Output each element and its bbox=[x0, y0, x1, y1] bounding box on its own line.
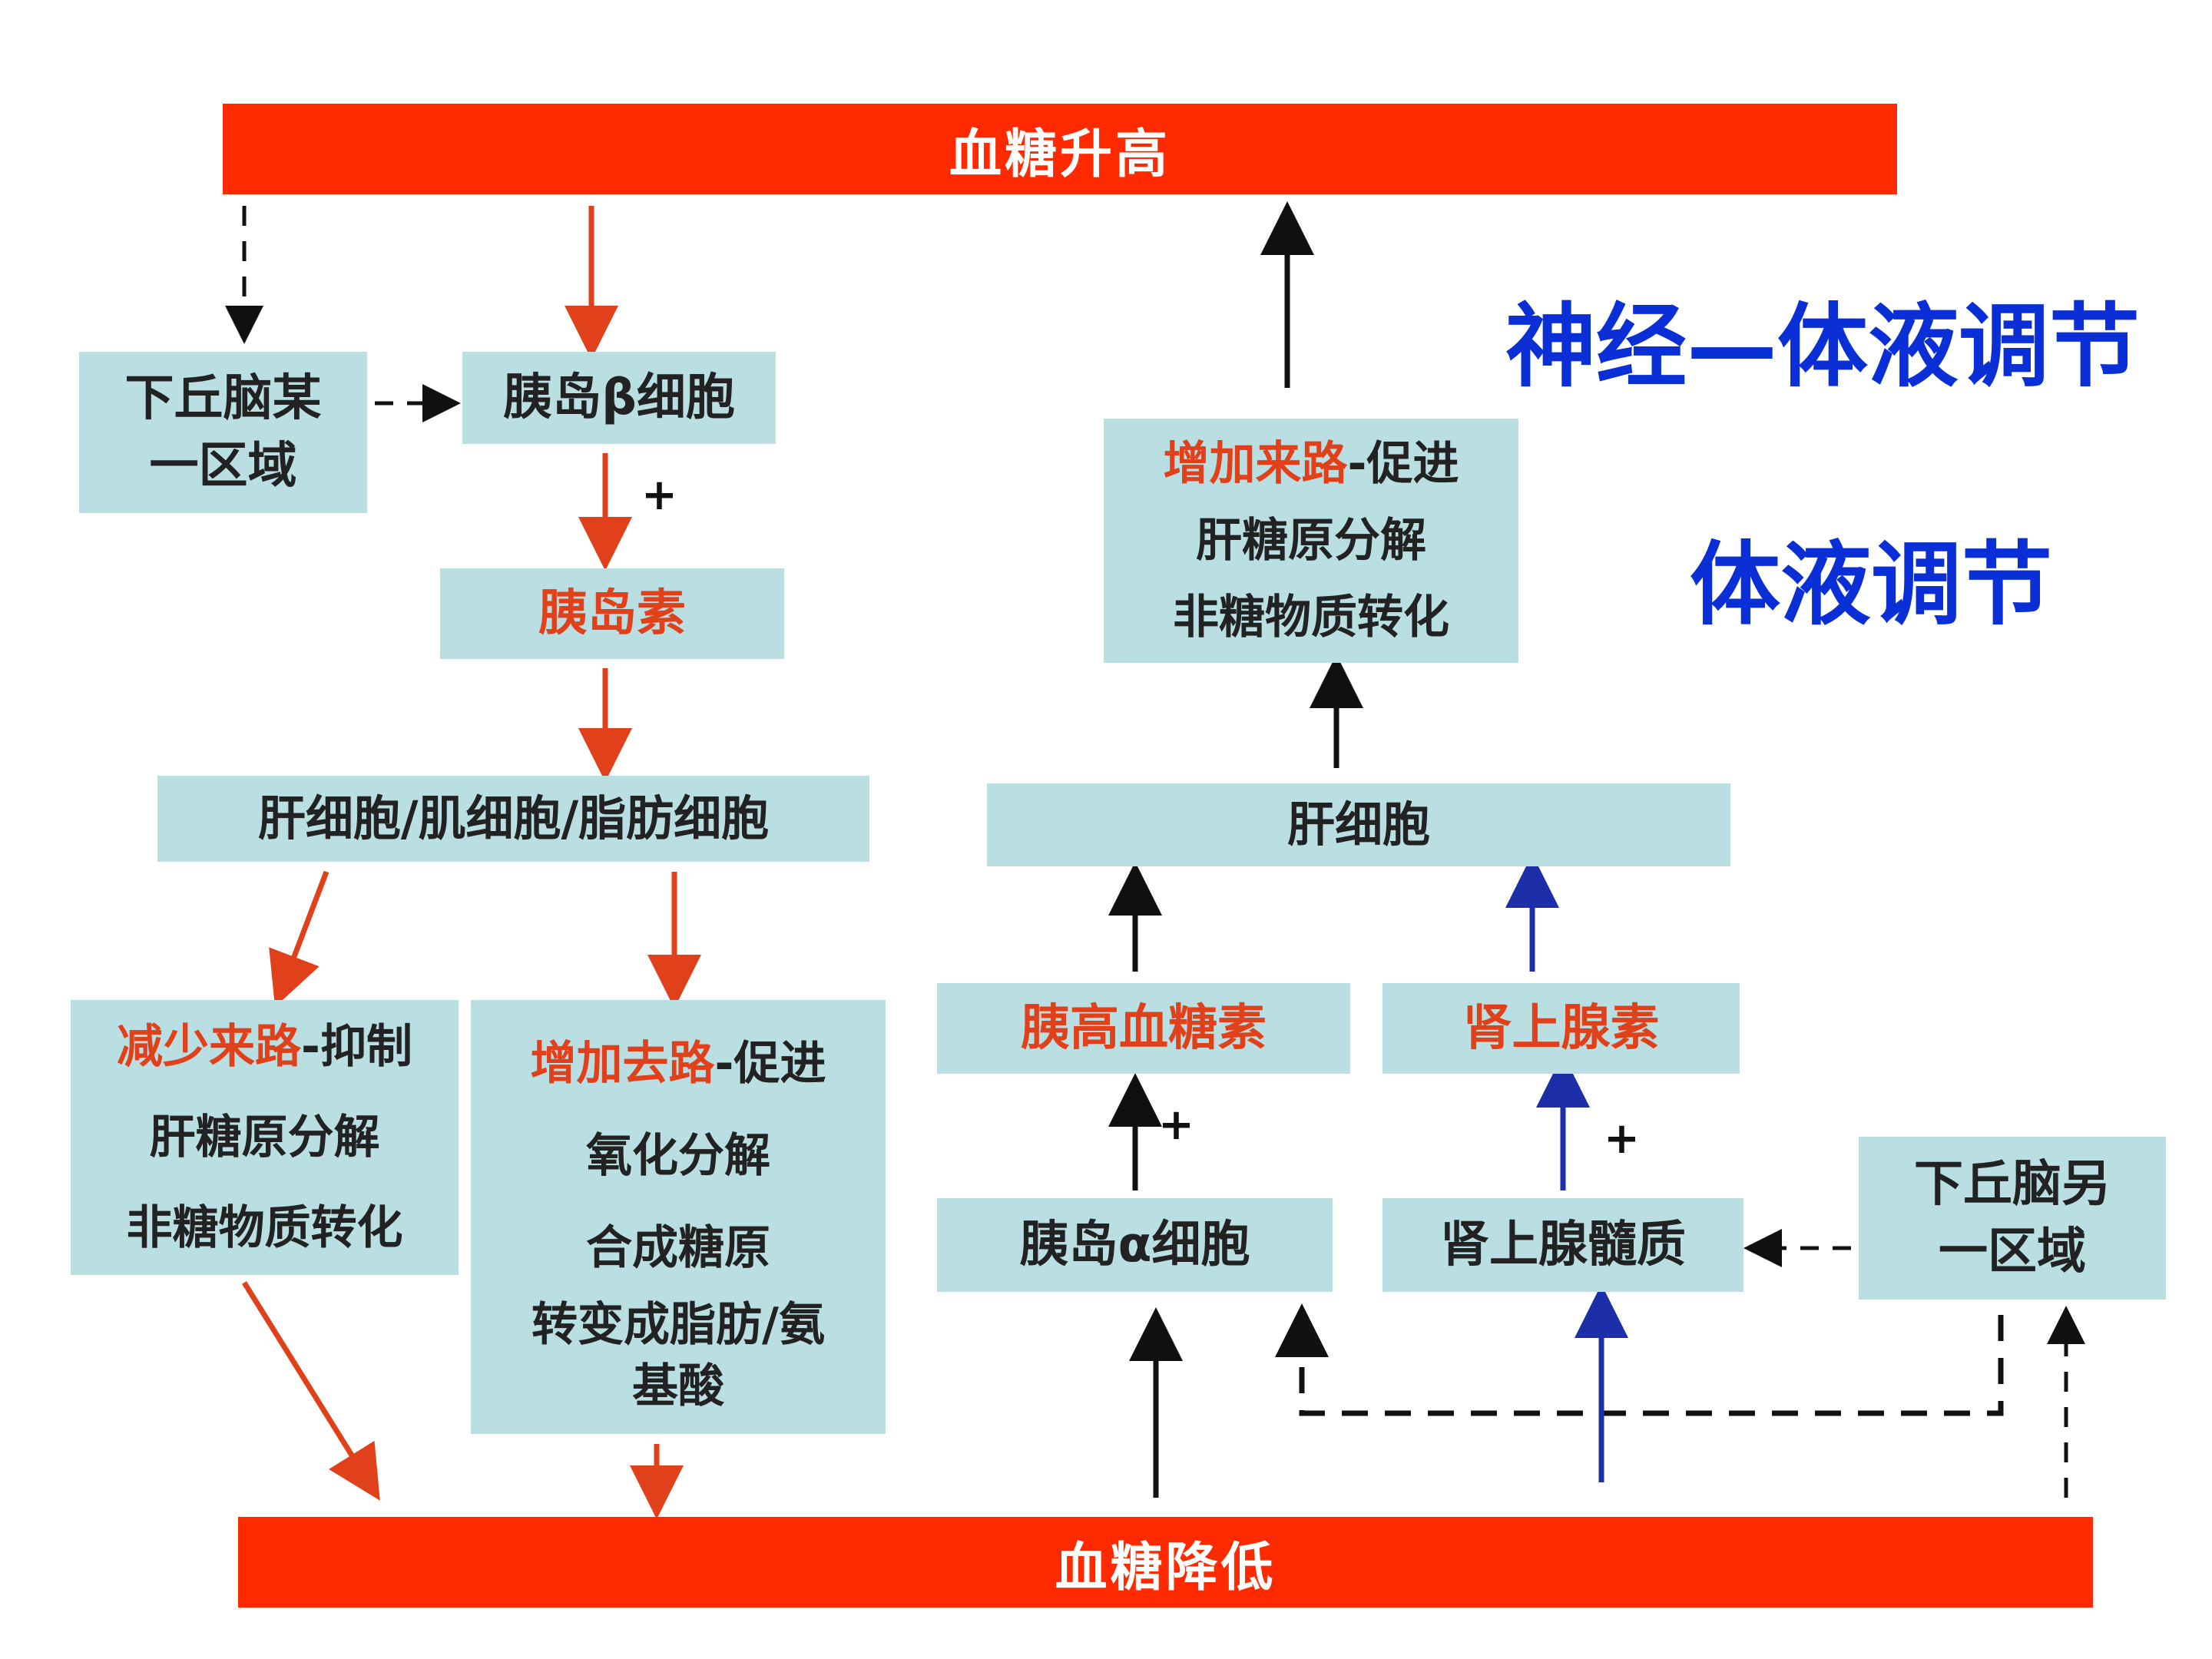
alpha-cell-label: 胰岛α细胞 bbox=[1019, 1217, 1250, 1273]
increase-sink-line2: 氧化分解 bbox=[586, 1128, 770, 1183]
adrenal-medulla-label: 肾上腺髓质 bbox=[1440, 1217, 1686, 1273]
adrenal-medulla-box: 肾上腺髓质 bbox=[1382, 1198, 1743, 1292]
reduce-source-heading-black: -抑制 bbox=[301, 1020, 412, 1074]
insulin-label: 胰岛素 bbox=[538, 585, 686, 642]
increase-sink-heading: 增加去路-促进 bbox=[531, 1018, 826, 1110]
increase-source-line2: 肝糖原分解 bbox=[1196, 514, 1426, 568]
dashed-right-hypothalamus-to-alpha bbox=[1275, 1303, 2004, 1416]
hypothalamus-left-box: 下丘脑某 一区域 bbox=[79, 352, 367, 513]
increase-source-heading-black: -促进 bbox=[1347, 437, 1459, 491]
hypothalamus-right-box: 下丘脑另 一区域 bbox=[1859, 1137, 2166, 1300]
reduce-source-heading: 减少来路-抑制 bbox=[117, 1002, 412, 1092]
glucagon-box: 胰高血糖素 bbox=[937, 983, 1350, 1074]
plus-sign-glucagon: + bbox=[1158, 1100, 1194, 1150]
increase-sink-heading-black: -促进 bbox=[714, 1036, 826, 1091]
plus-sign-adrenaline: + bbox=[1604, 1114, 1640, 1164]
hypothalamus-left-line2: 一区域 bbox=[149, 438, 297, 495]
target-cells-box: 肝细胞/肌细胞/脂肪细胞 bbox=[157, 776, 869, 862]
increase-source-line3: 非糖物质转化 bbox=[1173, 591, 1449, 644]
increase-source-heading-red: 增加来路 bbox=[1163, 437, 1348, 491]
arrow-reduce-to-low bbox=[242, 1281, 380, 1501]
reduce-source-heading-red: 减少来路 bbox=[117, 1020, 302, 1074]
hypothalamus-right-line2: 一区域 bbox=[1939, 1224, 2086, 1280]
increase-sink-box: 增加去路-促进 氧化分解 合成糖原 转变成脂肪/氨 基酸 bbox=[471, 1000, 886, 1434]
increase-sink-heading-red: 增加去路 bbox=[530, 1036, 715, 1091]
title-humoral-regulation: 体液调节 bbox=[1690, 531, 2053, 637]
alpha-cell-box: 胰岛α细胞 bbox=[937, 1198, 1333, 1292]
increase-sink-line5: 基酸 bbox=[632, 1359, 724, 1413]
hypothalamus-left-line1: 下丘脑某 bbox=[124, 370, 322, 427]
reduce-source-box: 减少来路-抑制 肝糖原分解 非糖物质转化 bbox=[71, 1000, 459, 1275]
arrow-cells-to-reduce bbox=[269, 870, 329, 1008]
insulin-box: 胰岛素 bbox=[440, 568, 784, 659]
glucagon-label: 胰高血糖素 bbox=[1021, 1000, 1267, 1057]
increase-sink-line3: 合成糖原 bbox=[586, 1220, 770, 1275]
liver-cell-box: 肝细胞 bbox=[987, 783, 1730, 866]
increase-source-heading: 增加来路-促进 bbox=[1164, 426, 1459, 502]
reduce-source-line3: 非糖物质转化 bbox=[126, 1201, 403, 1255]
hypothalamus-right-line1: 下丘脑另 bbox=[1914, 1156, 2111, 1213]
blood-sugar-low-bar: 血糖降低 bbox=[238, 1517, 2093, 1608]
increase-sink-line4: 转变成脂肪/氨 bbox=[531, 1297, 825, 1352]
target-cells-label: 肝细胞/肌细胞/脂肪细胞 bbox=[257, 790, 770, 846]
beta-cell-label: 胰岛β细胞 bbox=[503, 369, 735, 426]
adrenaline-label: 肾上腺素 bbox=[1462, 1000, 1660, 1057]
liver-cell-label: 肝细胞 bbox=[1286, 796, 1430, 853]
reduce-source-line2: 肝糖原分解 bbox=[149, 1111, 380, 1164]
blood-sugar-high-bar: 血糖升高 bbox=[223, 104, 1897, 194]
plus-sign-insulin: + bbox=[641, 470, 677, 520]
adrenaline-box: 肾上腺素 bbox=[1382, 983, 1740, 1074]
beta-cell-box: 胰岛β细胞 bbox=[462, 352, 776, 444]
increase-source-box: 增加来路-促进 肝糖原分解 非糖物质转化 bbox=[1104, 419, 1518, 663]
title-neuro-humoral-regulation: 神经—体液调节 bbox=[1505, 293, 2141, 399]
